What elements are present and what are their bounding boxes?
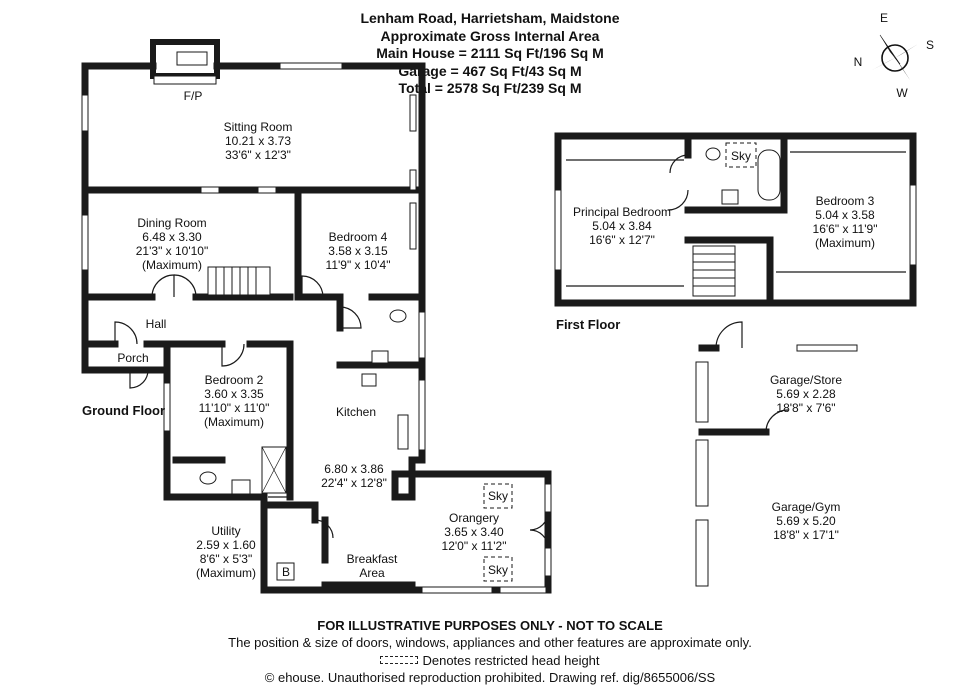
footer-note: The position & size of doors, windows, a… (228, 635, 752, 650)
principal-bedroom-imperial: 16'6" x 12'7" (589, 233, 655, 247)
compass-n-label: N (854, 55, 863, 69)
bedroom-2-maximum: (Maximum) (204, 415, 264, 429)
bedroom-3-metric: 5.04 x 3.58 (815, 208, 875, 222)
garage-store: Garage/Store 5.69 x 2.28 18'8" x 7'6" (770, 373, 842, 415)
ground-floor-plan (81, 39, 552, 594)
orangery-metric: 3.65 x 3.40 (444, 525, 504, 539)
garage-store-name: Garage/Store (770, 373, 842, 387)
header-total: Total = 2578 Sq Ft/239 Sq M (398, 80, 582, 96)
garage-gym-imperial: 18'8" x 17'1" (773, 528, 839, 542)
bedroom-2-name: Bedroom 2 (205, 373, 264, 387)
principal-bedroom-metric: 5.04 x 3.84 (592, 219, 652, 233)
orangery: Orangery 3.65 x 3.40 12'0" x 11'2" (442, 511, 507, 553)
boiler-label: B (282, 565, 290, 579)
footer-copyright: © ehouse. Unauthorised reproduction proh… (264, 669, 716, 685)
dining-room: Dining Room 6.48 x 3.30 21'3" x 10'10" (… (136, 216, 209, 272)
orangery-name: Orangery (449, 511, 499, 525)
dashed-box-icon (380, 656, 419, 664)
dining-room-maximum: (Maximum) (142, 258, 202, 272)
bedroom-3-maximum: (Maximum) (815, 236, 875, 250)
dining-room-metric: 6.48 x 3.30 (142, 230, 202, 244)
orangery-imperial: 12'0" x 11'2" (442, 539, 507, 553)
sitting-room-name: Sitting Room (224, 120, 293, 134)
principal-bedroom: Principal Bedroom 5.04 x 3.84 16'6" x 12… (573, 205, 671, 247)
bedroom-2-imperial: 11'10" x 11'0" (199, 401, 270, 415)
breakfast-label-1: Breakfast (347, 552, 398, 566)
utility-imperial: 8'6" x 5'3" (200, 552, 252, 566)
ground-floor-label: Ground Floor (82, 403, 165, 418)
utility-maximum: (Maximum) (196, 566, 256, 580)
garage-store-imperial: 18'8" x 7'6" (776, 401, 835, 415)
footer-disclaimer: FOR ILLUSTRATIVE PURPOSES ONLY - NOT TO … (317, 618, 663, 633)
kitchen-imperial: 22'4" x 12'8" (321, 476, 387, 490)
garage-store-metric: 5.69 x 2.28 (776, 387, 836, 401)
header-area-title: Approximate Gross Internal Area (380, 27, 600, 44)
garage-plan (695, 321, 858, 587)
sitting-room-metric: 10.21 x 3.73 (225, 134, 291, 148)
compass-s-label: S (926, 38, 934, 52)
compass-w-label: W (896, 86, 908, 100)
garage-gym: Garage/Gym 5.69 x 5.20 18'8" x 17'1" (772, 500, 841, 542)
fireplace-label: F/P (184, 89, 203, 103)
bedroom-3-imperial: 16'6" x 11'9" (813, 222, 878, 236)
bedroom-2: Bedroom 2 3.60 x 3.35 11'10" x 11'0" (Ma… (199, 373, 270, 429)
compass-e-label: E (880, 11, 888, 25)
sitting-room: Sitting Room 10.21 x 3.73 33'6" x 12'3" (224, 120, 293, 162)
bedroom-2-metric: 3.60 x 3.35 (204, 387, 264, 401)
utility-name: Utility (211, 524, 240, 538)
kitchen-metric: 6.80 x 3.86 (324, 462, 384, 476)
header-address: Lenham Road, Harrietsham, Maidstone (360, 10, 620, 26)
sky-label-first-floor: Sky (731, 149, 751, 163)
footer: FOR ILLUSTRATIVE PURPOSES ONLY - NOT TO … (0, 617, 980, 686)
bedroom-4-metric: 3.58 x 3.15 (328, 244, 388, 258)
garage-gym-metric: 5.69 x 5.20 (776, 514, 836, 528)
header-main-house: Main House = 2111 Sq Ft/196 Sq M (376, 45, 604, 61)
bedroom-4-imperial: 11'9" x 10'4" (326, 258, 391, 272)
garage-gym-name: Garage/Gym (772, 500, 841, 514)
compass-icon: E S N W (854, 11, 934, 100)
utility: Utility 2.59 x 1.60 8'6" x 5'3" (Maximum… (196, 524, 256, 580)
dining-room-name: Dining Room (137, 216, 206, 230)
first-floor-label: First Floor (556, 317, 620, 332)
dining-room-imperial: 21'3" x 10'10" (136, 244, 209, 258)
breakfast-label-2: Area (359, 566, 385, 580)
bedroom-3-name: Bedroom 3 (816, 194, 875, 208)
principal-bedroom-name: Principal Bedroom (573, 205, 671, 219)
kitchen-label: Kitchen (336, 405, 376, 419)
sitting-room-imperial: 33'6" x 12'3" (225, 148, 291, 162)
bedroom-4-name: Bedroom 4 (329, 230, 388, 244)
sky-label-orangery-bottom: Sky (488, 563, 508, 577)
bedroom-3: Bedroom 3 5.04 x 3.58 16'6" x 11'9" (Max… (813, 194, 878, 250)
porch-label: Porch (117, 351, 148, 365)
hall-label: Hall (146, 317, 167, 331)
first-floor-plan (554, 132, 917, 307)
bedroom-4: Bedroom 4 3.58 x 3.15 11'9" x 10'4" (326, 230, 391, 272)
footer-legend: Denotes restricted head height (380, 652, 600, 669)
utility-metric: 2.59 x 1.60 (196, 538, 256, 552)
footer-legend-text: Denotes restricted head height (422, 652, 600, 668)
sky-label-orangery-top: Sky (488, 489, 508, 503)
